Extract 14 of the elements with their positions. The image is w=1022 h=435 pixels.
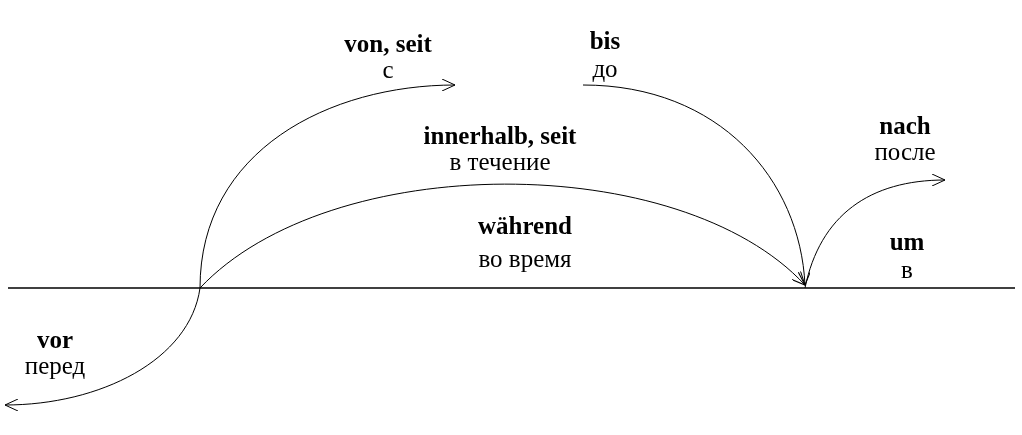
translation-label: во время bbox=[478, 245, 572, 273]
preposition-label: nach bbox=[879, 112, 931, 140]
translation-label: до bbox=[592, 55, 618, 83]
preposition-label: bis bbox=[589, 27, 621, 55]
preposition-label: von, seit bbox=[344, 30, 432, 58]
preposition-label: vor bbox=[36, 326, 74, 354]
preposition-label: innerhalb, seit bbox=[423, 122, 577, 150]
translation-label: в bbox=[901, 256, 913, 284]
preposition-label: um bbox=[889, 228, 925, 256]
preposition-label: während bbox=[478, 212, 572, 240]
translation-label: перед bbox=[24, 352, 86, 380]
translation-label: с bbox=[382, 56, 394, 84]
translation-label: после bbox=[874, 138, 936, 166]
translation-label: в течение bbox=[449, 148, 551, 176]
